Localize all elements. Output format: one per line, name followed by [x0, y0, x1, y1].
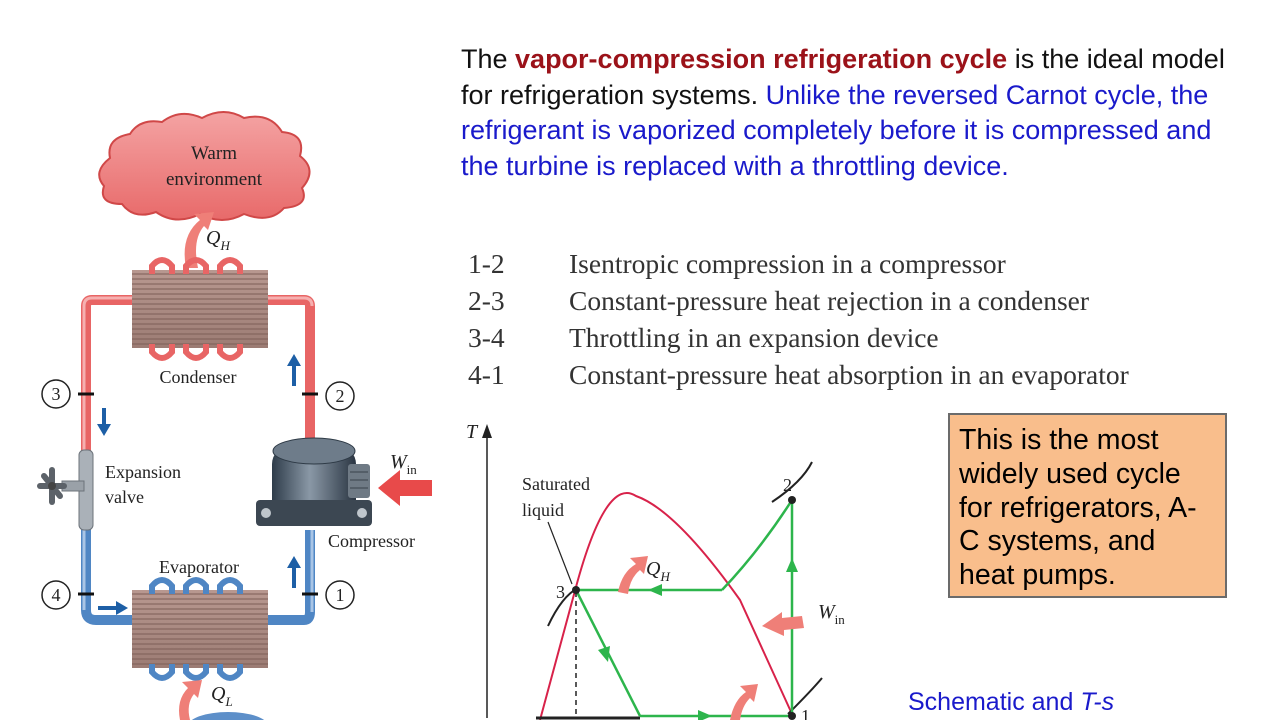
process-steps-list: 1-2 Isentropic compression in a compress… [468, 245, 1129, 393]
t-axis-label: T [466, 421, 479, 443]
flow-arrow-up-hot [287, 354, 301, 386]
ts-win-arrow [762, 612, 804, 636]
qh-label: QH [206, 227, 230, 253]
compressor-unit [256, 437, 372, 526]
evaporator-label: Evaporator [159, 557, 239, 577]
ql-label: QL [211, 683, 233, 709]
hot-pipes-highlight [82, 296, 314, 460]
expansion-label-line2: valve [105, 487, 144, 507]
state-marker-1: 1 [325, 580, 355, 610]
intro-text-2: is the ideal model for refrigeration sys… [461, 44, 1225, 110]
ts-qh-arrow [618, 556, 648, 594]
cycle-arrows [598, 558, 798, 720]
condenser-coil [132, 257, 268, 361]
win-arrow [378, 470, 432, 506]
saturated-liquid-label-line2: liquid [522, 500, 564, 520]
point-1-label: 1 [801, 706, 810, 720]
step-description: Throttling in an expansion device [569, 322, 939, 353]
warm-label-line2: environment [166, 169, 263, 190]
schematic-diagram: Warm environment QH Condenser [37, 111, 432, 720]
step-description: Isentropic compression in a compressor [569, 248, 1006, 279]
ts-win-label: Win [818, 601, 845, 627]
t-axis-arrowhead [482, 424, 492, 438]
ts-diagram: T 3 2 1 Saturated liquid QH Win [466, 421, 845, 720]
qh-heat-arrow [184, 212, 214, 268]
flow-arrow-down [97, 408, 111, 436]
point-2-label: 2 [783, 475, 792, 495]
point-1-marker [788, 712, 796, 720]
saturation-dome [539, 491, 793, 720]
caption-italic: T-s [1080, 688, 1115, 716]
flow-arrows [97, 354, 301, 615]
step-number: 1-2 [468, 248, 505, 279]
evaporator-coil [132, 577, 268, 681]
ts-ql-arrow [730, 684, 758, 720]
saturated-liquid-label-line1: Saturated [522, 474, 590, 494]
cold-space-shape [191, 712, 265, 720]
step-number: 2-3 [468, 285, 505, 316]
process-step: 2-3 Constant-pressure heat rejection in … [468, 282, 1129, 319]
compressor-label: Compressor [328, 531, 415, 551]
saturated-liquid-pointer [547, 521, 573, 585]
warm-label-line1: Warm [191, 143, 237, 164]
state-marker-3: 3 [41, 379, 71, 409]
intro-highlight: vapor-compression refrigeration cycle [515, 44, 1008, 74]
step-number: 3-4 [468, 322, 505, 353]
state-marker-4: 4 [41, 580, 71, 610]
hot-pipes [81, 295, 315, 460]
callout-box: This is the most widely used cycle for r… [948, 413, 1227, 598]
flow-arrow-up-cold [287, 556, 301, 588]
step-description: Constant-pressure heat absorption in an … [569, 359, 1129, 390]
intro-text-1: The [461, 44, 516, 74]
point-3-label: 3 [556, 582, 565, 602]
high-pressure-line-right [771, 461, 813, 503]
expansion-label-line1: Expansion [105, 462, 181, 482]
flow-arrow-right [98, 601, 128, 615]
intro-blue-text: Unlike the reversed Carnot cycle, the re… [461, 79, 1212, 181]
svg-text:2: 2 [336, 386, 345, 406]
ts-qh-label: QH [646, 558, 670, 584]
caption-text: Schematic and [908, 688, 1081, 716]
condenser-label: Condenser [160, 367, 237, 387]
expansion-valve [37, 449, 94, 531]
point-2-marker [788, 496, 796, 504]
point-3-marker [572, 586, 580, 594]
step-description: Constant-pressure heat rejection in a co… [569, 285, 1090, 316]
intro-paragraph: The vapor-compression refrigeration cycl… [461, 42, 1241, 184]
win-label: Win [390, 451, 417, 477]
process-step: 4-1 Constant-pressure heat absorption in… [468, 356, 1129, 393]
svg-text:1: 1 [336, 585, 345, 605]
svg-text:4: 4 [52, 585, 61, 605]
process-step: 1-2 Isentropic compression in a compress… [468, 245, 1129, 282]
figure-caption: Schematic and T-s [908, 688, 1114, 717]
warm-environment-cloud: Warm environment [98, 111, 311, 221]
state-marker-2: 2 [325, 381, 355, 411]
cold-pipes [81, 520, 315, 625]
process-step: 3-4 Throttling in an expansion device [468, 319, 1129, 356]
svg-text:3: 3 [52, 384, 61, 404]
step-number: 4-1 [468, 359, 505, 390]
ql-heat-arrow [179, 680, 202, 720]
